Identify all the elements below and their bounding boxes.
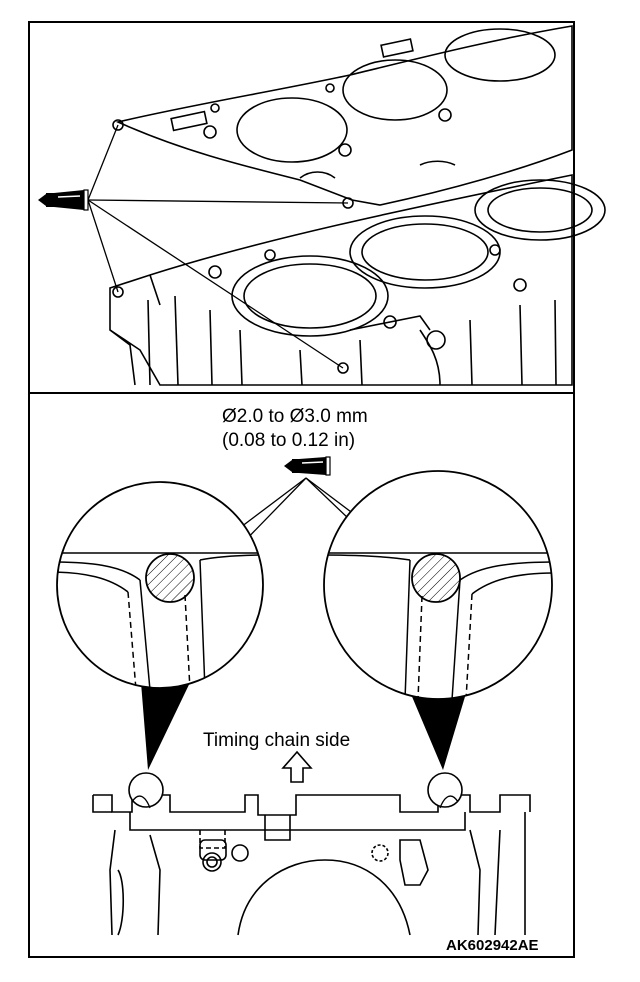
sealant-bead-right <box>411 553 461 603</box>
gasket-bore-3 <box>444 28 556 82</box>
bead-diameter-inch-label: (0.08 to 0.12 in) <box>222 430 355 451</box>
gasket-bore-1 <box>236 97 348 163</box>
head-gasket <box>115 25 573 206</box>
callout-wedge-left <box>140 670 196 770</box>
timing-chain-side-label: Timing chain side <box>203 730 350 751</box>
block-bore-1 <box>231 255 389 337</box>
gasket-bore-2 <box>342 59 448 121</box>
top-panel-illustration <box>87 25 606 386</box>
figure-frame <box>28 21 575 958</box>
cylinder-block <box>109 174 573 386</box>
block-top-view <box>92 794 531 936</box>
top-leader-lines <box>87 124 349 369</box>
sealant-spot-4 <box>337 362 349 374</box>
sealant-tube-icon <box>38 189 89 211</box>
up-arrow-icon <box>281 750 313 783</box>
bead-marker-right <box>427 772 463 808</box>
sealant-spot-3 <box>112 286 124 298</box>
sealant-tube-icon <box>284 456 331 476</box>
block-bore-3 <box>474 179 606 241</box>
magnified-view-left <box>56 481 264 689</box>
callout-wedge-right <box>405 680 470 770</box>
bead-marker-left <box>128 772 164 808</box>
magnified-view-right <box>323 470 553 700</box>
sealant-bead-left <box>145 553 195 603</box>
bead-diameter-label: Ø2.0 to Ø3.0 mm <box>222 406 368 427</box>
sealant-spot-1 <box>112 119 124 131</box>
block-bore-2 <box>349 215 501 289</box>
figure-code: AK602942AE <box>446 937 539 954</box>
